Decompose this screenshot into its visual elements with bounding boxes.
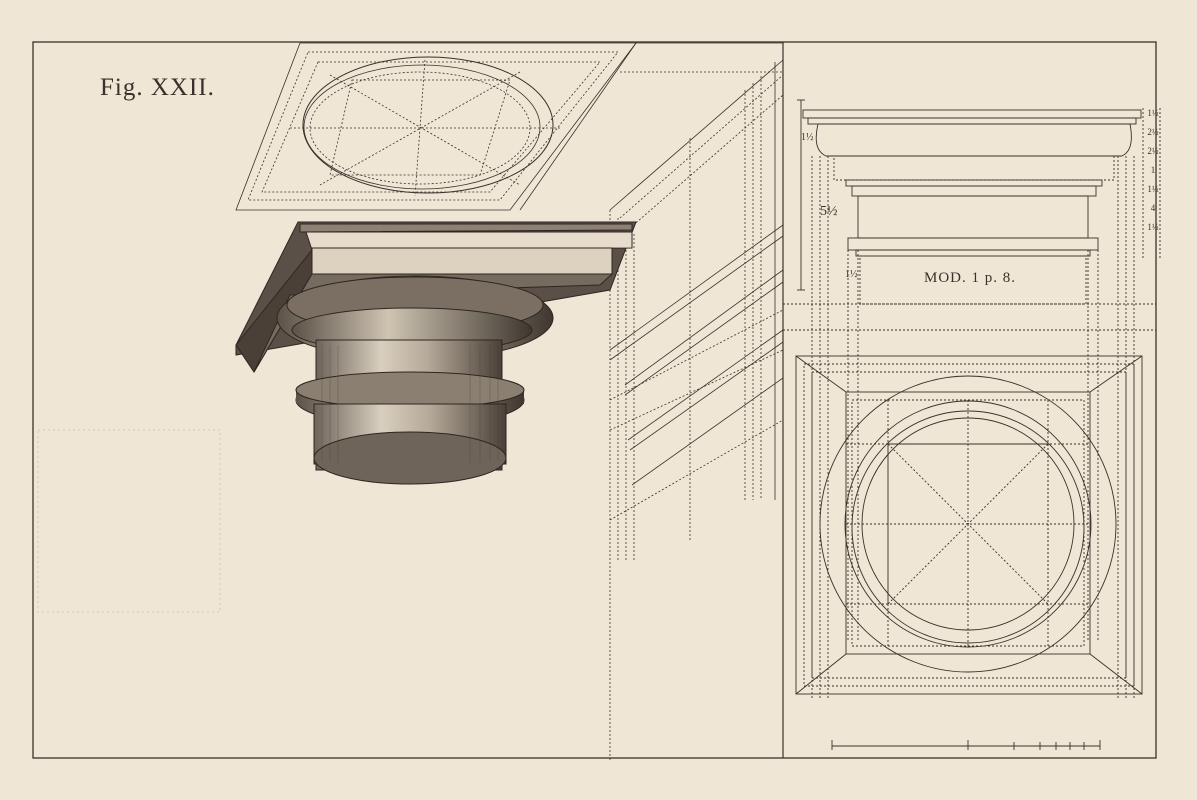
perspective-wall xyxy=(519,42,784,760)
right-dimension-value: 2½ xyxy=(1147,146,1159,156)
elevation-drawing xyxy=(783,99,1161,750)
module-label: MOD. 1 p. 8. xyxy=(924,270,1017,286)
right-dimension-value: 1½ xyxy=(1147,108,1159,118)
capital-drawing xyxy=(235,221,637,485)
dimension-label-low: 1½ xyxy=(845,269,858,280)
perspective-plan xyxy=(235,42,637,211)
right-dimension-value: 2½ xyxy=(1147,127,1159,137)
right-dimension-scale: 1½ 2½ 2½ 1 1½ 4 1½ xyxy=(1146,108,1160,241)
right-dimension-value: 4 xyxy=(1150,203,1156,213)
right-dimension-value: 1 xyxy=(1150,165,1156,175)
right-dimension-value: 1½ xyxy=(1147,184,1159,194)
dimension-label-middle: 5½ xyxy=(820,204,838,219)
dimension-label-top: 1½ xyxy=(801,132,814,143)
plate-border xyxy=(32,41,1157,759)
figure-title: Fig. XXII. xyxy=(100,74,215,101)
right-dimension-value: 1½ xyxy=(1147,222,1159,232)
